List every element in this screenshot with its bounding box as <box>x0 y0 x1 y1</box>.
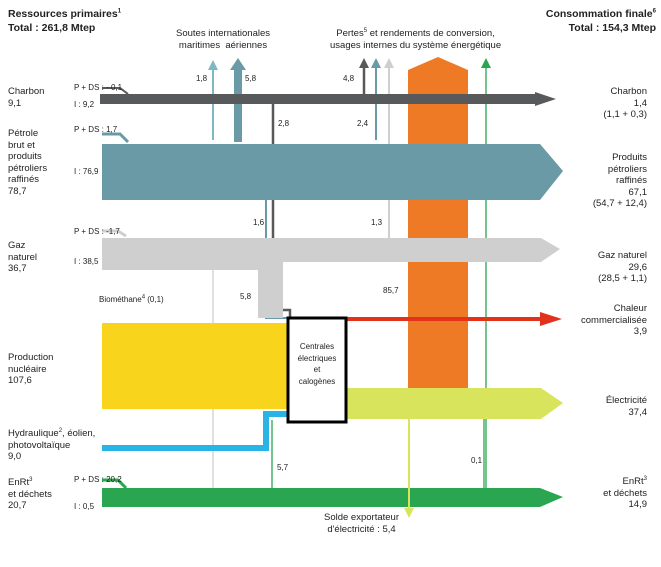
value-1-6: 1,6 <box>253 218 265 227</box>
value-85-7: 85,7 <box>383 286 399 295</box>
enrt-pds-label: P + DS : 20,2 <box>74 475 122 484</box>
right-electricite: Électricité 37,4 <box>605 395 647 418</box>
petrole-pds-label: P + DS : 1,7 <box>74 125 118 134</box>
charbon-i-label: I : 9,2 <box>74 100 95 109</box>
pertes-petrole-arrowhead <box>371 58 381 68</box>
enrt-pds-stub <box>102 478 128 490</box>
value-5-8-gaz: 5,8 <box>240 292 252 301</box>
central-box <box>286 316 348 424</box>
pertes-gaz-arrowhead <box>384 58 394 68</box>
biomethane-label: Biométhane4 (0,1) <box>99 294 164 304</box>
chaleur-flow <box>346 312 562 326</box>
central-box-label: Centrales électriques et calogènes <box>297 342 337 386</box>
gaz-i-label: I : 38,5 <box>74 257 99 266</box>
left-charbon: Charbon 9,1 <box>8 86 45 109</box>
right-petrole: Produits pétroliers raffinés 67,1 (54,7 … <box>592 152 647 209</box>
right-enrt: EnRt3 et déchets 14,9 <box>603 475 647 510</box>
pertes-enrt-arrowhead <box>481 58 491 68</box>
right-total: Total : 154,3 Mtep <box>568 22 656 34</box>
gaz-pds-stub <box>102 229 127 238</box>
solde-label: Solde exportateur d'électricité : 5,4 <box>324 512 399 535</box>
enrt-i-label: I : 0,5 <box>74 502 95 511</box>
left-enrt: EnRt3 et déchets 20,7 <box>8 476 52 511</box>
nucleaire-flow <box>102 323 288 409</box>
left-hydraulique: Hydraulique2, éolien, photovoltaïque 9,0 <box>8 427 96 462</box>
value-1-3: 1,3 <box>371 218 383 227</box>
value-1-8: 1,8 <box>196 74 208 83</box>
value-5-7: 5,7 <box>277 463 289 472</box>
value-5-8-soutes: 5,8 <box>245 74 257 83</box>
charbon-pds-label: P + DS : - 0,1 <box>74 83 123 92</box>
right-charbon: Charbon 1,4 (1,1 + 0,3) <box>603 86 647 120</box>
left-gaz: Gaz naturel 36,7 <box>8 240 38 274</box>
petrole-flow <box>102 144 563 200</box>
value-2-8: 2,8 <box>278 119 290 128</box>
petrole-pds-stub <box>102 132 130 144</box>
soutes-aeriennes-stem <box>234 68 242 142</box>
pertes-label: Pertes5 et rendements de conversion, usa… <box>330 27 502 51</box>
soutes-aeriennes-arrowhead <box>230 58 246 70</box>
right-gaz: Gaz naturel 29,6 (28,5 + 1,1) <box>597 250 647 284</box>
value-4-8: 4,8 <box>343 74 355 83</box>
solde-arrowhead <box>404 508 414 518</box>
value-0-1: 0,1 <box>471 456 483 465</box>
value-2-4: 2,4 <box>357 119 369 128</box>
pertes-column <box>346 57 468 388</box>
soutes-label: Soutes internationales maritimes aérienn… <box>176 28 271 51</box>
right-title: Consommation finale6 <box>545 8 656 20</box>
left-nucleaire: Production nucléaire 107,6 <box>8 352 54 386</box>
left-total: Total : 261,8 Mtep <box>8 22 96 34</box>
gaz-flow <box>102 238 560 318</box>
charbon-flow <box>100 92 556 106</box>
left-title: Ressources primaires1 <box>8 8 122 20</box>
soutes-maritimes-arrowhead <box>208 60 218 70</box>
charbon-pds-stub <box>102 87 129 95</box>
enrt-flow <box>102 488 563 507</box>
pertes-charbon-arrowhead <box>359 58 369 68</box>
petrole-i-label: I : 76,9 <box>74 167 99 176</box>
electricite-flow <box>288 388 563 419</box>
gaz-pds-label: P + DS : -1,7 <box>74 227 120 236</box>
left-petrole: Pétrole brut et produits pétroliers raff… <box>8 128 48 197</box>
hydraulique-flow <box>102 411 288 451</box>
right-chaleur: Chaleur commercialisée 3,9 <box>581 303 647 337</box>
